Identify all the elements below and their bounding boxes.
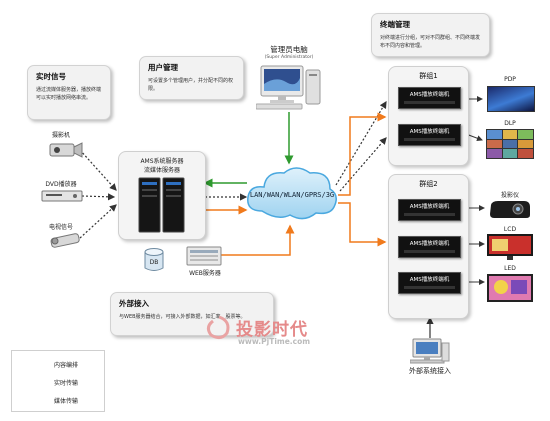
network-to-group1-orange-line	[338, 112, 387, 196]
projector-icon	[490, 201, 530, 218]
admin-pc-label: 管理员电脑	[270, 45, 308, 54]
dlp-label: DLP	[504, 120, 516, 127]
user-management-desc: 可设置多个管理用户，并分配不同的权限。	[148, 78, 234, 92]
database-icon	[144, 248, 164, 271]
terminal-management-note: 终端管理 对终端进行分组，可对不同群组、不同终端发布不同内容和管理。	[371, 13, 490, 57]
external-access-title: 外部接入	[119, 299, 149, 308]
watermark-cn: 投影时代	[236, 320, 308, 340]
external-access-desc: 与WEB服务器结合，可接入外部数据，如汇率、股票等。	[119, 314, 246, 320]
camera-icon	[49, 142, 83, 158]
pdp-screen	[487, 86, 535, 112]
network-to-group2-dotted-line	[339, 137, 387, 192]
group-1-box: 群组1	[388, 66, 469, 166]
dvd-to-server-line	[81, 193, 116, 201]
network-label: LAN/WAN/WLAN/GPRS/3G	[249, 191, 335, 199]
projector-label: 投影仪	[500, 192, 520, 199]
led-label: LED	[504, 265, 516, 272]
dvd-player-icon	[41, 190, 83, 202]
tv-to-server-line	[79, 204, 117, 239]
tv-signal-label: 电视信号	[48, 224, 74, 231]
watermark-url: www.PjTime.com	[238, 337, 311, 346]
terminal-management-title: 终端管理	[380, 20, 410, 29]
legend-content-edit: 内容编排	[54, 362, 79, 369]
server-rack-icon	[138, 177, 185, 233]
terminal-management-desc: 对终端进行分组，可对不同群组、不同终端发布不同内容和管理。	[380, 35, 481, 49]
lcd-screen	[487, 234, 533, 260]
legend-media: 媒体传输	[54, 398, 79, 405]
user-management-note: 用户管理 可设置多个管理用户，并分配不同的权限。	[139, 56, 244, 100]
dlp-video-wall	[486, 129, 534, 159]
dvd-label: DVD播放器	[45, 181, 77, 188]
lcd-label: LCD	[503, 226, 517, 233]
realtime-signal-desc: 通过流媒体服务器，播放终端可以实时播放网络串流。	[36, 87, 102, 101]
camera-label: 摄影机	[51, 132, 71, 139]
legend: 内容编排 实时传输 媒体传输	[11, 350, 105, 412]
admin-pc-icon	[256, 65, 321, 110]
group-1-title: 群组1	[419, 72, 438, 80]
group-2-title: 群组2	[419, 180, 438, 188]
ams-server-box: AMS系统服务器 流媒体服务器	[118, 151, 206, 240]
streaming-server-title: 流媒体服务器	[143, 167, 181, 174]
network-cloud-icon	[247, 167, 337, 220]
web-server-icon	[186, 246, 222, 266]
group-2-terminal-2: AMS播放终端机	[398, 236, 461, 258]
group-2-terminal-3: AMS播放终端机	[398, 272, 461, 294]
tv-antenna-icon	[50, 233, 80, 248]
group-1-terminal-2: AMS播放终端机	[398, 124, 461, 146]
admin-pc-sublabel: (Super Administrator)	[264, 55, 314, 60]
pdp-label: PDP	[504, 76, 516, 83]
ams-server-title: AMS系统服务器	[140, 158, 184, 165]
realtime-signal-note: 实时信号 通过流媒体服务器，播放终端可以实时播放网络串流。	[27, 65, 111, 120]
web-to-network-line	[221, 224, 295, 256]
watermark-swirl-icon	[206, 315, 230, 340]
network-to-group2-orange-line	[338, 202, 387, 247]
group-1-terminal-1: AMS播放终端机	[398, 87, 461, 109]
external-system-icon	[410, 338, 450, 364]
camera-to-server-line	[79, 149, 117, 191]
external-access-note: 外部接入 与WEB服务器结合，可接入外部数据，如汇率、股票等。	[110, 292, 274, 336]
legend-realtime: 实时传输	[54, 380, 79, 387]
external-system-label: 外部系统接入	[409, 367, 451, 375]
web-server-label: WEB服务器	[189, 270, 221, 277]
realtime-signal-title: 实时信号	[36, 72, 66, 81]
user-management-title: 用户管理	[148, 63, 178, 72]
db-label: DB	[149, 259, 159, 266]
group-2-terminal-1: AMS播放终端机	[398, 199, 461, 221]
led-screen	[487, 274, 533, 302]
network-to-group1-dotted-line	[335, 100, 387, 186]
